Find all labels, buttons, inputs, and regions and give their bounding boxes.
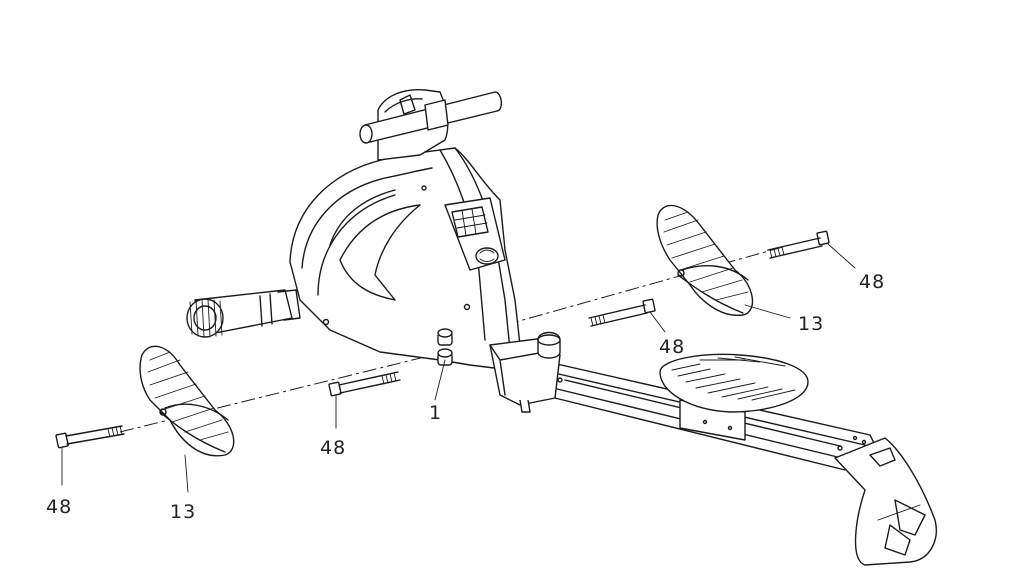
callout-48-left-outer: 48 — [46, 496, 73, 518]
bolt-right-outer — [767, 230, 830, 259]
rail-connector-bracket — [489, 331, 561, 413]
callout-48-right-outer: 48 — [859, 271, 886, 293]
callout-48-right-inner: 48 — [659, 336, 686, 358]
bolt-left-outer — [55, 425, 125, 449]
bolt-right-inner — [588, 298, 656, 327]
console-display — [444, 197, 506, 271]
foot-pedal-right — [656, 204, 754, 316]
front-stabilizer-tube — [186, 289, 301, 338]
callout-48-left-inner: 48 — [320, 437, 347, 459]
rear-stabilizer-foot — [834, 437, 937, 566]
frame-mount-bosses — [437, 328, 453, 366]
seat — [659, 353, 809, 441]
callout-leaders — [61, 243, 856, 493]
bolt-left-inner — [328, 371, 401, 397]
handlebar-assembly — [359, 88, 502, 161]
callout-13-right: 13 — [798, 313, 825, 335]
callout-13-left: 13 — [170, 501, 197, 523]
callout-1: 1 — [429, 402, 443, 424]
foot-pedal-left — [139, 345, 235, 457]
